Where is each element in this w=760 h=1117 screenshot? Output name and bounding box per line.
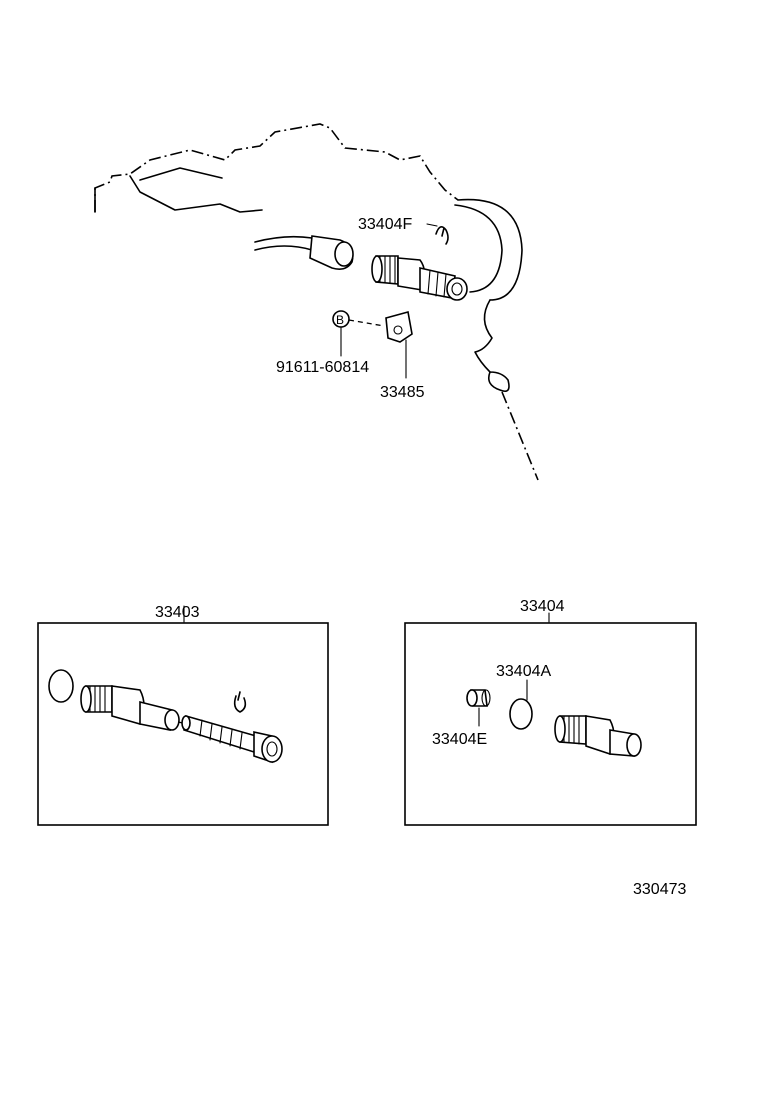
label-33404F: 33404F [358,216,412,233]
label-33404: 33404 [520,598,565,615]
kit-box-33404 [404,622,697,826]
oil-seal-icon [466,689,491,707]
oring-icon [509,698,533,730]
label-91611-60814: 91611-60814 [276,359,369,376]
driven-gear-assembly [371,255,468,301]
svg-text:B: B [336,313,344,327]
sleeve-icon [80,685,180,731]
label-33404E: 33404E [432,731,487,748]
oring-icon [48,669,74,703]
figure-number: 330473 [633,881,686,898]
clip-icon [435,226,449,245]
label-33403: 33403 [155,604,200,621]
clip-icon [233,691,247,713]
lock-plate-icon [385,310,413,343]
driven-gear-icon [181,714,283,764]
kit-box-33403 [37,622,329,826]
transmission-case-outline [94,123,539,481]
label-33485: 33485 [380,384,425,401]
bolt-marker-icon: B [332,310,350,328]
sleeve-icon [554,715,642,757]
label-33404A: 33404A [496,663,551,680]
speedometer-cable [254,235,354,270]
